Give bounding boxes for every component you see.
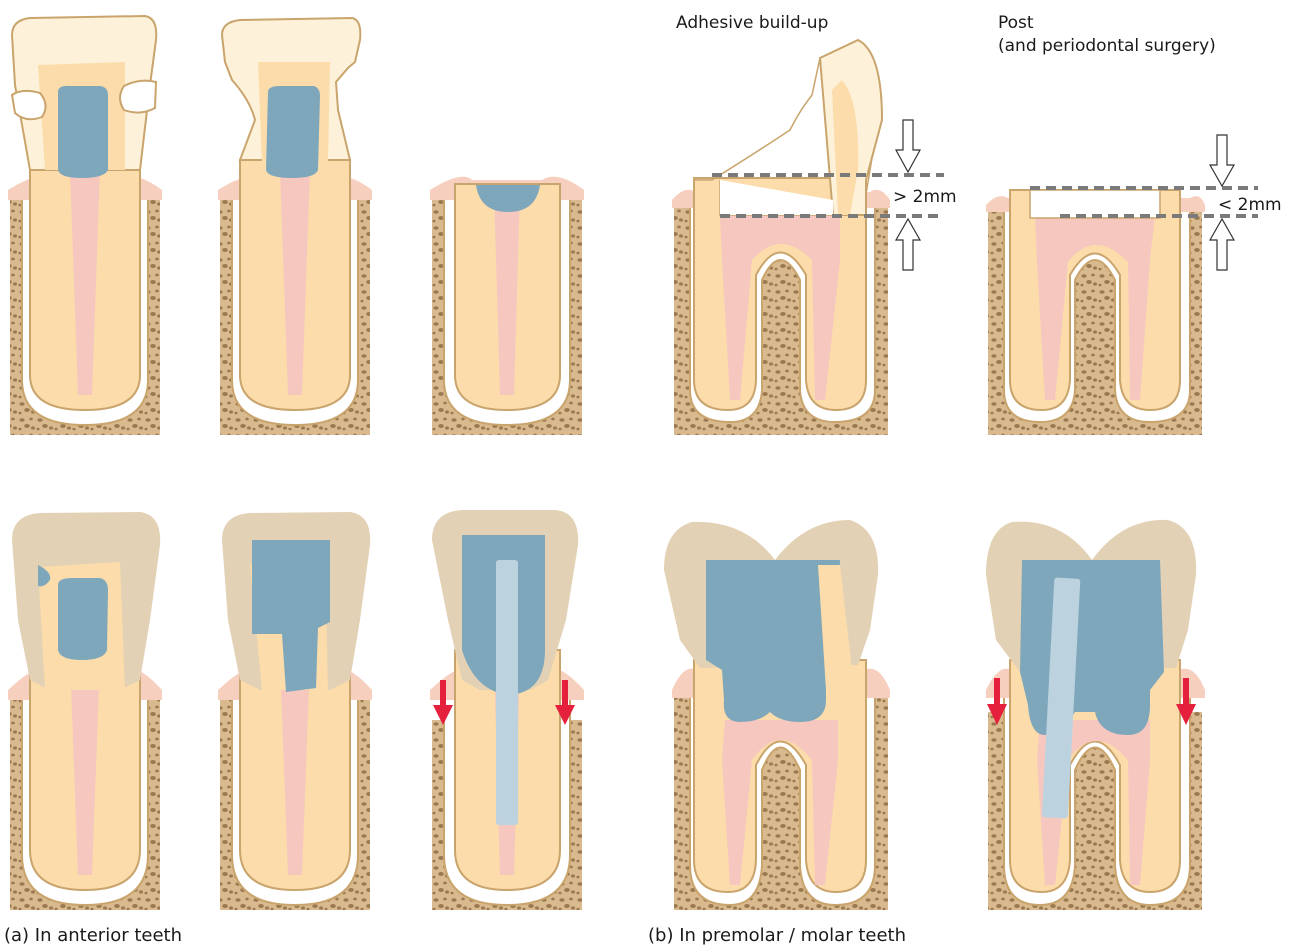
filling-left <box>12 91 46 119</box>
molar-post <box>986 190 1205 435</box>
anterior-tooth-intact-fillings <box>8 16 162 435</box>
gt-2mm-label: > 2mm <box>893 187 957 207</box>
post-title-line2: (and periodontal surgery) <box>998 36 1216 56</box>
caption-molar: (b) In premolar / molar teeth <box>648 925 906 946</box>
molar-crowned-buildup <box>664 520 890 910</box>
anterior-tooth-root-only <box>430 177 584 435</box>
post <box>496 560 518 825</box>
arrow-up-post <box>1210 219 1234 270</box>
anterior-tooth-crowned-post <box>430 510 584 910</box>
arrow-down-post <box>1210 135 1234 186</box>
composite-filling <box>58 86 108 178</box>
molar-crowned-post <box>986 520 1205 910</box>
filling-right <box>120 81 156 113</box>
caption-anterior: (a) In anterior teeth <box>4 925 182 946</box>
lt-2mm-label: < 2mm <box>1218 195 1282 215</box>
anterior-tooth-crowned-buildup <box>218 512 372 910</box>
arrow-down-adhesive <box>896 120 920 172</box>
anterior-tooth-weakened <box>218 18 372 435</box>
cavity <box>1030 190 1160 218</box>
anterior-tooth-crowned-fillings <box>8 512 162 910</box>
arrow-up-adhesive <box>896 219 920 270</box>
post-title-line1: Post <box>998 13 1034 33</box>
composite-filling <box>58 578 108 660</box>
composite-filling <box>266 86 320 178</box>
molar-adhesive-buildup <box>672 40 890 435</box>
composite-core <box>1020 560 1164 735</box>
adhesive-title: Adhesive build-up <box>676 13 828 33</box>
